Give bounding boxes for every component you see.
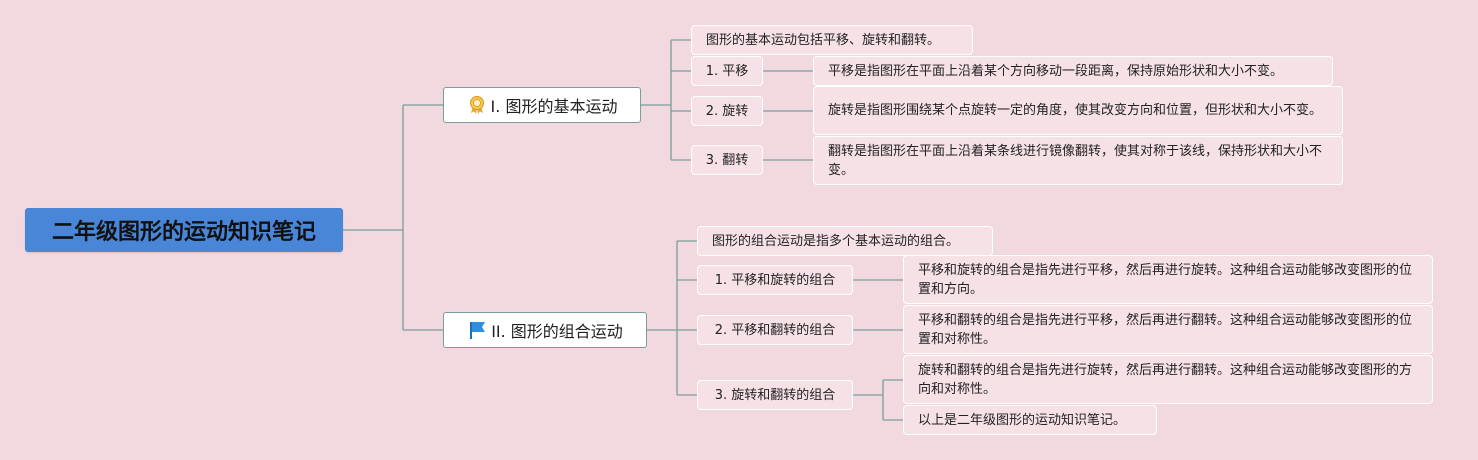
basic-motion-translate[interactable]: 1. 平移 bbox=[691, 56, 763, 86]
flag-icon bbox=[467, 320, 487, 340]
combo-translate-flip-detail-text: 平移和翻转的组合是指先进行平移，然后再进行翻转。这种组合运动能够改变图形的位置和… bbox=[918, 312, 1413, 347]
closing-note[interactable]: 以上是二年级图形的运动知识笔记。 bbox=[903, 405, 1157, 435]
basic-motion-intro-text: 图形的基本运动包括平移、旋转和翻转。 bbox=[706, 32, 941, 48]
branch-basic-motion[interactable]: I. 图形的基本运动 bbox=[443, 87, 641, 123]
branch-basic-motion-label: I. 图形的基本运动 bbox=[490, 97, 618, 116]
basic-motion-rotate[interactable]: 2. 旋转 bbox=[691, 96, 763, 126]
combo-translate-flip-label: 2. 平移和翻转的组合 bbox=[714, 322, 836, 338]
translate-detail-text: 平移是指图形在平面上沿着某个方向移动一段距离，保持原始形状和大小不变。 bbox=[828, 63, 1284, 79]
combined-motion-intro-text: 图形的组合运动是指多个基本运动的组合。 bbox=[712, 233, 960, 249]
translate-detail[interactable]: 平移是指图形在平面上沿着某个方向移动一段距离，保持原始形状和大小不变。 bbox=[813, 56, 1333, 86]
combo-rotate-flip-detail[interactable]: 旋转和翻转的组合是指先进行旋转，然后再进行翻转。这种组合运动能够改变图形的方向和… bbox=[903, 355, 1433, 404]
root-topic[interactable]: 二年级图形的运动知识笔记 bbox=[25, 208, 343, 252]
combo-translate-rotate-label: 1. 平移和旋转的组合 bbox=[714, 272, 836, 288]
combo-rotate-flip-label: 3. 旋转和翻转的组合 bbox=[714, 387, 836, 403]
flip-label: 3. 翻转 bbox=[705, 152, 749, 168]
rotate-detail[interactable]: 旋转是指图形围绕某个点旋转一定的角度，使其改变方向和位置，但形状和大小不变。 bbox=[813, 86, 1343, 135]
combo-translate-rotate[interactable]: 1. 平移和旋转的组合 bbox=[697, 265, 853, 295]
combined-motion-intro[interactable]: 图形的组合运动是指多个基本运动的组合。 bbox=[697, 226, 993, 256]
root-topic-label: 二年级图形的运动知识笔记 bbox=[51, 220, 316, 245]
rotate-label: 2. 旋转 bbox=[705, 103, 749, 119]
combo-translate-flip[interactable]: 2. 平移和翻转的组合 bbox=[697, 315, 853, 345]
flip-detail[interactable]: 翻转是指图形在平面上沿着某条线进行镜像翻转，使其对称于该线，保持形状和大小不变。 bbox=[813, 136, 1343, 185]
combo-translate-rotate-detail-text: 平移和旋转的组合是指先进行平移，然后再进行旋转。这种组合运动能够改变图形的位置和… bbox=[918, 262, 1413, 297]
basic-motion-intro[interactable]: 图形的基本运动包括平移、旋转和翻转。 bbox=[691, 25, 973, 55]
combo-rotate-flip-detail-text: 旋转和翻转的组合是指先进行旋转，然后再进行翻转。这种组合运动能够改变图形的方向和… bbox=[918, 362, 1413, 397]
combo-translate-rotate-detail[interactable]: 平移和旋转的组合是指先进行平移，然后再进行旋转。这种组合运动能够改变图形的位置和… bbox=[903, 255, 1433, 304]
combo-rotate-flip[interactable]: 3. 旋转和翻转的组合 bbox=[697, 380, 853, 410]
award-badge-icon bbox=[467, 95, 487, 115]
rotate-detail-text: 旋转是指图形围绕某个点旋转一定的角度，使其改变方向和位置，但形状和大小不变。 bbox=[828, 103, 1323, 118]
combo-translate-flip-detail[interactable]: 平移和翻转的组合是指先进行平移，然后再进行翻转。这种组合运动能够改变图形的位置和… bbox=[903, 305, 1433, 354]
flip-detail-text: 翻转是指图形在平面上沿着某条线进行镜像翻转，使其对称于该线，保持形状和大小不变。 bbox=[828, 143, 1323, 178]
branch-combined-motion-label: II. 图形的组合运动 bbox=[491, 322, 623, 341]
branch-combined-motion[interactable]: II. 图形的组合运动 bbox=[443, 312, 647, 348]
translate-label: 1. 平移 bbox=[705, 63, 749, 79]
basic-motion-flip[interactable]: 3. 翻转 bbox=[691, 145, 763, 175]
closing-note-text: 以上是二年级图形的运动知识笔记。 bbox=[918, 412, 1127, 428]
